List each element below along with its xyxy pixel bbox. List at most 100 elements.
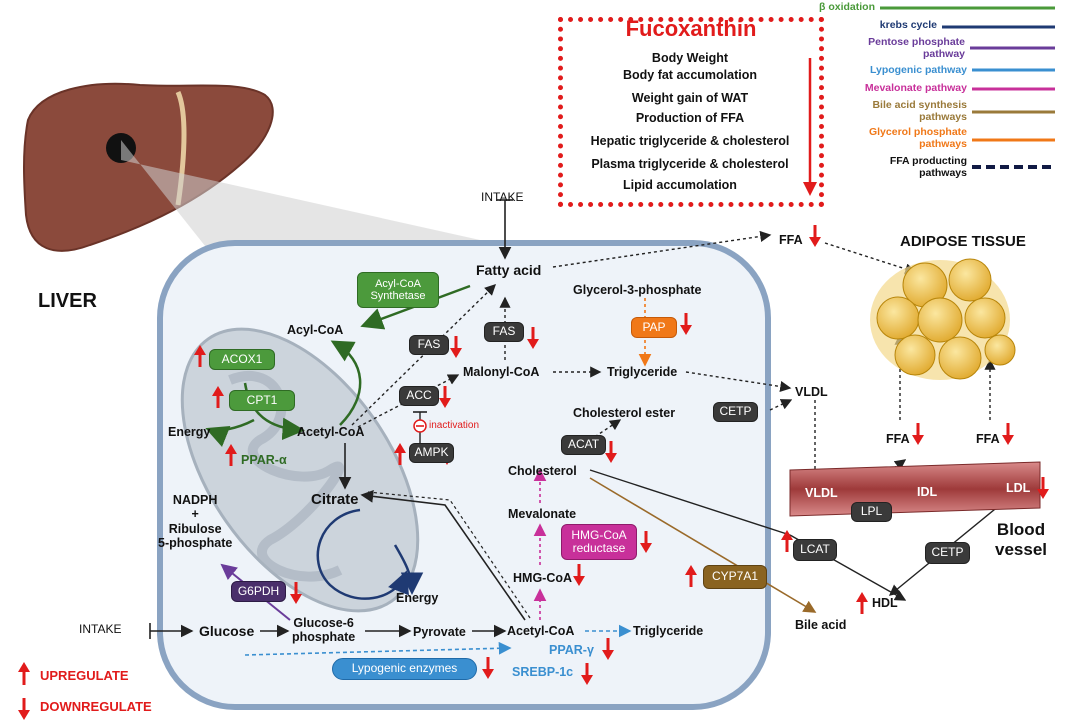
cholesterol-label: Cholesterol (508, 464, 577, 478)
downregulate-key-label: DOWNREGULATE (40, 699, 152, 714)
acat-box: ACAT (561, 435, 606, 455)
downregulate-arrow-head (809, 237, 821, 247)
energy-label: Energy (168, 425, 211, 439)
fucoxanthin-item: Body Weight (651, 51, 729, 65)
cetp-box: CETP (713, 402, 758, 422)
intake-bottom-label: INTAKE (79, 622, 122, 636)
upregulate-arrow-head (212, 386, 224, 396)
ppar-alpha-label: PPAR-α (241, 453, 287, 467)
legend-label: krebs cycle (879, 19, 937, 31)
legend-label: Bile acid synthesis pathways (872, 99, 967, 124)
g6pdh-box: G6PDH (231, 581, 286, 602)
triglyceride-bottom-label: Triglyceride (633, 624, 704, 638)
legend-label: Glycerol phosphate pathways (868, 126, 967, 151)
acc-box: ACC (399, 386, 439, 406)
hdl-label: HDL (872, 596, 898, 610)
liver-label: LIVER (38, 290, 97, 312)
downregulate-arrow-head (680, 325, 692, 335)
downregulate-arrow-head (527, 339, 539, 349)
fucoxanthin-item: Plasma triglyceride & cholesterol (591, 157, 789, 171)
fucoxanthin-effects-box: Fucoxanthin (558, 16, 824, 207)
cpt1-box: CPT1 (229, 390, 295, 411)
cyp7a1-box: CYP7A1 (703, 565, 767, 589)
fucoxanthin-title: Fucoxanthin (625, 16, 757, 41)
upregulate-key-label: UPREGULATE (40, 668, 129, 683)
cetp-box: CETP (925, 542, 970, 564)
fucoxanthin-item: Lipid accumolation (623, 178, 737, 192)
fatty-acid-label: Fatty acid (476, 262, 542, 278)
key-arrows (18, 662, 30, 720)
acetyl-coa-bottom-label: Acetyl-CoA (507, 624, 575, 638)
downregulate-arrow-head (912, 435, 924, 445)
ppar-gamma-label: PPAR-γ (549, 643, 594, 657)
fas-box: FAS (409, 335, 449, 355)
blood-vessel-label: Blood vessel (995, 520, 1047, 559)
malonyl-coa-label: Malonyl-CoA (463, 365, 540, 379)
glucose-label: Glucose (199, 623, 255, 639)
upregulate-arrow-head (685, 565, 697, 575)
nadph-label: NADPH + Ribulose 5-phosphate (158, 493, 233, 551)
triglyceride-label: Triglyceride (607, 365, 678, 379)
legend-label: Pentose phosphate pathway (868, 36, 965, 61)
ldl-label: LDL (1006, 481, 1031, 495)
cholesterol-ester-label: Cholesterol ester (573, 406, 676, 420)
ampk-box: AMPK (409, 443, 454, 463)
upregulate-arrow-head (394, 443, 406, 453)
ffa-label: FFA (779, 233, 803, 247)
downregulate-arrow-head (605, 453, 617, 463)
ffa-label: FFA (886, 432, 910, 446)
inactivation-label: inactivation (429, 420, 480, 431)
adipose-tissue-label: ADIPOSE TISSUE (900, 233, 1026, 250)
upregulate-arrow-head (194, 345, 206, 355)
fucoxanthin-item: Production of FFA (635, 111, 745, 125)
pap-box: PAP (631, 317, 677, 338)
legend-label: FFA producting pathways (889, 155, 967, 180)
acyl-coa-label: Acyl-CoA (287, 323, 344, 337)
downregulate-arrow-head (482, 669, 494, 679)
acyl-coa-synthetase-box: Acyl-CoA Synthetase (357, 272, 439, 308)
fucoxanthin-item: Weight gain of WAT (631, 91, 749, 105)
glycerol-3-phosphate-label: Glycerol-3-phosphate (573, 283, 702, 297)
legend-label: Mevalonate pathway (864, 82, 967, 94)
upregulate-arrow-head (781, 530, 793, 540)
citrate-label: Citrate (311, 491, 359, 508)
regulation-arrows (194, 225, 1049, 685)
energy-krebs-label: Energy (396, 591, 439, 605)
vldl-label: VLDL (795, 385, 828, 399)
lpl-box: LPL (851, 502, 892, 522)
hmg-coa-label: HMG-CoA (513, 571, 573, 585)
legend-label: Lypogenic pathway (869, 64, 967, 76)
legend-lines (880, 6, 1055, 169)
fucoxanthin-item: Body fat accumolation (622, 68, 758, 82)
downregulate-arrow-head (573, 576, 585, 586)
hmg-coa-reductase-box: HMG-CoA reductase (561, 524, 637, 560)
adipose-tissue-illustration (870, 258, 1016, 380)
downregulate-arrow-head (439, 398, 451, 408)
fas-box: FAS (484, 322, 524, 342)
lcat-box: LCAT (793, 539, 837, 561)
glucose-6-phosphate-label: Glucose-6 phosphate (292, 616, 356, 645)
downregulate-arrow-head (1002, 435, 1014, 445)
vldl-vessel-label: VLDL (805, 486, 838, 500)
legend-label: β oxidation (819, 1, 875, 13)
upregulate-arrow-head (856, 592, 868, 602)
downregulate-arrow-head (1037, 489, 1049, 499)
lypogenic-enzymes-box: Lypogenic enzymes (332, 658, 477, 680)
downregulate-arrow-head (290, 594, 302, 604)
upregulate-arrow-head (225, 444, 237, 454)
downregulate-arrow-head (450, 348, 462, 358)
intake-label: INTAKE (481, 190, 524, 204)
acox1-box: ACOX1 (209, 349, 275, 370)
ffa-label: FFA (976, 432, 1000, 446)
fucoxanthin-item: Hepatic triglyceride & cholesterol (590, 134, 790, 148)
downregulate-arrow-head (581, 675, 593, 685)
pyrovate-label: Pyrovate (413, 625, 466, 639)
acetyl-coa-label: Acetyl-CoA (297, 425, 365, 439)
idl-label: IDL (917, 485, 938, 499)
bile-acid-label: Bile acid (795, 618, 847, 632)
downregulate-arrow-head (602, 650, 614, 660)
srebp-1c-label: SREBP-1c (512, 665, 574, 679)
mevalonate-label: Mevalonate (508, 507, 577, 521)
downregulate-arrow-head (640, 543, 652, 553)
